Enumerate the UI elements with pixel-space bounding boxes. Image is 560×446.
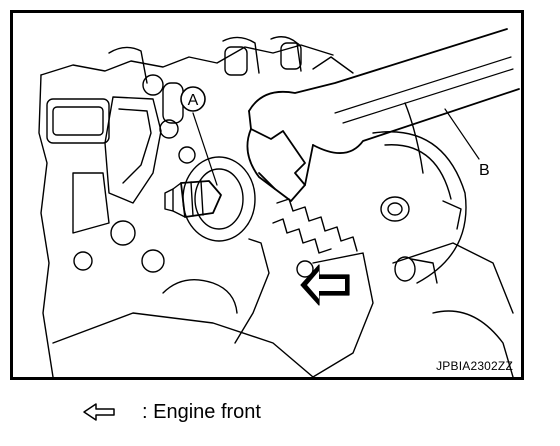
rocker-assembly	[46, 74, 196, 273]
illustration-frame: A B JPBIA2302ZZ	[10, 10, 524, 380]
callout-a-label: A	[188, 92, 199, 109]
outline-arrow-left-icon	[83, 403, 115, 421]
spanner-wrench	[246, 28, 520, 202]
legend-text: : Engine front	[142, 400, 261, 423]
callout-a: A	[180, 86, 206, 112]
camshaft-bolt	[164, 156, 256, 242]
leader-lines	[192, 108, 480, 186]
callout-b-label: B	[479, 162, 490, 179]
sprocket-teeth	[234, 198, 358, 344]
figure-reference-code: JPBIA2302ZZ	[436, 359, 513, 373]
engine-illustration: A B	[38, 28, 520, 377]
engine-front-arrow	[296, 260, 350, 306]
engine-block	[38, 36, 514, 377]
legend: : Engine front	[82, 400, 261, 424]
pulley-cover	[372, 102, 467, 284]
